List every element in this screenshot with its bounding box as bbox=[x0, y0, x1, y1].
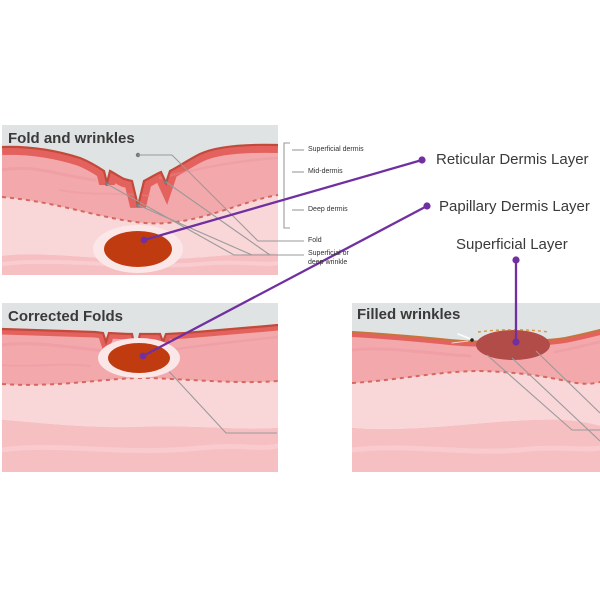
layer-bracket bbox=[283, 142, 290, 229]
texture-streak bbox=[2, 443, 278, 454]
texture-streak bbox=[38, 396, 192, 403]
panel2-dermis-boundary-dashed bbox=[2, 376, 278, 386]
panel3-dermis-boundary-dashed bbox=[352, 369, 600, 385]
layer-label-superficial-dermis: Superficial dermis bbox=[308, 146, 364, 153]
panel3-deep-dermis-zone bbox=[352, 371, 600, 430]
panel1-filler-ellipse bbox=[104, 231, 172, 267]
panel2-callout-line bbox=[163, 365, 277, 434]
texture-streak bbox=[553, 340, 600, 354]
panel3-callout-line bbox=[486, 354, 600, 431]
callout-label-superficial-layer: Superficial Layer bbox=[456, 236, 568, 253]
panel1-skin-surface-line bbox=[2, 143, 278, 207]
panel-filled-wrinkles-illustration bbox=[352, 303, 600, 472]
texture-streak bbox=[398, 396, 552, 402]
callout-label-papillary-dermis-layer: Papillary Dermis Layer bbox=[439, 198, 590, 215]
panel2-deep-dermis-zone bbox=[2, 377, 278, 429]
texture-streak bbox=[352, 347, 472, 358]
layer-label-mid-dermis: Mid-dermis bbox=[308, 168, 343, 175]
layer-label-fold: Fold bbox=[308, 237, 322, 244]
callout-label-reticular-dermis-layer: Reticular Dermis Layer bbox=[436, 151, 589, 168]
panel-title-fold-and-wrinkles: Fold and wrinkles bbox=[8, 130, 135, 147]
panel-title-corrected-folds: Corrected Folds bbox=[8, 308, 124, 325]
injection-point-dot bbox=[470, 338, 474, 342]
texture-streak bbox=[2, 363, 91, 367]
panel-corrected-folds-illustration bbox=[2, 303, 278, 472]
panel3-callout-line bbox=[511, 357, 600, 442]
texture-streak bbox=[158, 156, 278, 180]
panel3-filler-ellipse bbox=[476, 330, 550, 360]
texture-streak bbox=[2, 259, 278, 268]
layer-label-superficial-or-deep-wrinkle: Superficial or deep wrinkle bbox=[308, 250, 349, 266]
texture-streak bbox=[352, 445, 600, 454]
panel3-surface-dashes bbox=[477, 329, 549, 333]
panel1-dermis-boundary-dashed bbox=[2, 194, 278, 225]
panel3-callout-line bbox=[535, 350, 600, 414]
panel2-subcutaneous-zone bbox=[2, 420, 278, 472]
texture-streak bbox=[168, 335, 278, 352]
panel3-subcutaneous-zone bbox=[352, 419, 600, 472]
needle-mark bbox=[451, 340, 469, 344]
layer-label-deep-dermis: Deep dermis bbox=[308, 206, 348, 213]
texture-streak bbox=[2, 166, 97, 182]
panel-title-filled-wrinkles: Filled wrinkles bbox=[357, 306, 461, 323]
needle-mark bbox=[457, 333, 472, 340]
panel-fold-and-wrinkles-illustration bbox=[2, 125, 278, 275]
purple-connectors bbox=[139, 156, 520, 360]
